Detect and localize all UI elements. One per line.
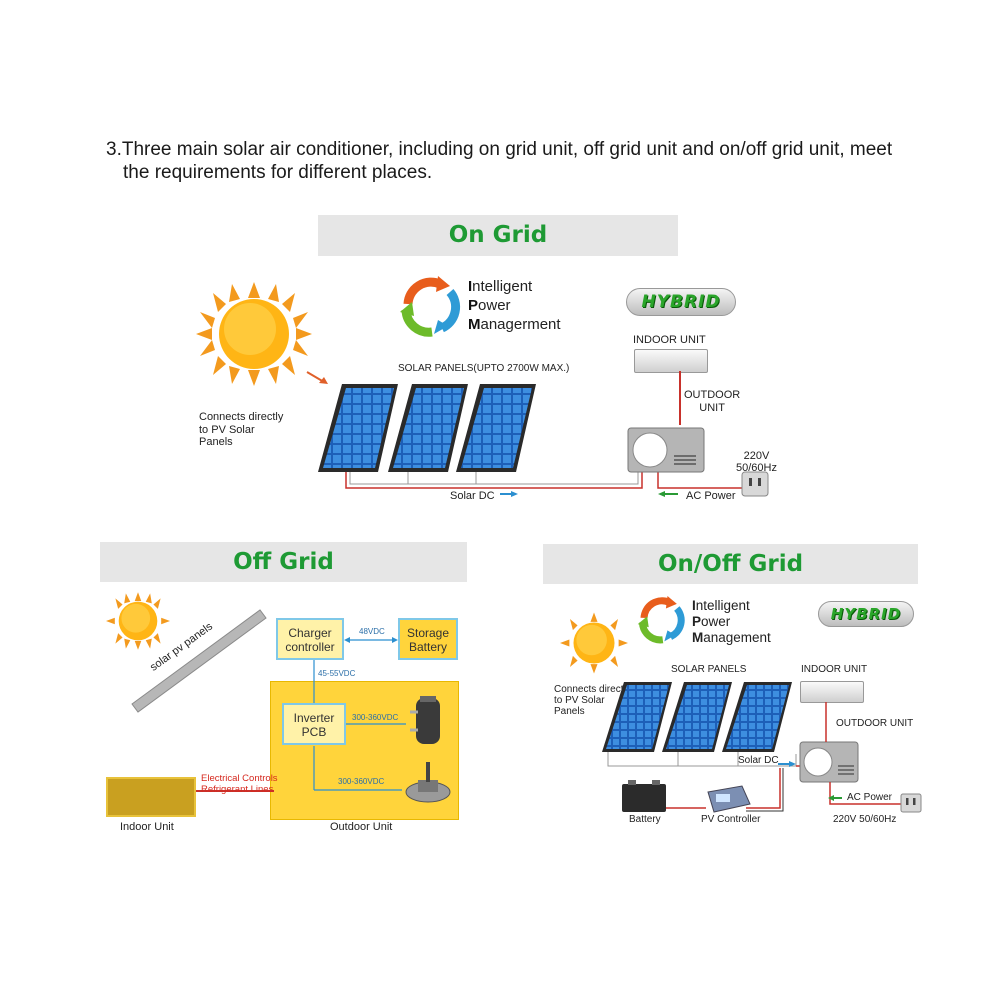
ipm-logo-icon [400,276,461,337]
sun-icon [560,612,628,674]
sun-icon [196,282,312,386]
v300-label-b: 300-360VDC [338,777,385,786]
refrigerant-line [679,371,681,425]
sun-ray-arrow-icon [306,371,328,384]
on-grid-diagram [318,384,769,497]
onoff-grid-banner: On/Off Grid [543,544,918,584]
onoff-grid-diagram [602,682,922,813]
onoff-panels-label: SOLAR PANELS [671,664,747,675]
solar-panel [318,384,398,472]
on-grid-ac-power-label: AC Power [686,490,736,502]
refrigerant-line [196,790,274,792]
hybrid-badge: HYBRID [626,288,736,316]
off-grid-title: Off Grid [233,549,334,575]
sun-icon [106,592,170,650]
ipm-text: Intelligent Power Management [692,598,771,645]
onoff-ac-power-label: AC Power [847,792,893,803]
ipm-text: Intelligent Power Managerment [468,278,561,333]
solar-pv-panel-bar [131,609,267,713]
indoor-unit-box [106,777,196,817]
onoff-solar-dc-label: Solar DC [738,755,779,766]
indoor-unit-label: Indoor Unit [120,821,174,833]
solar-panel [388,384,468,472]
v45-label: 45-55VDC [318,669,356,678]
onoff-grid-title: On/Off Grid [657,551,804,577]
hybrid-badge: HYBRID [818,601,914,627]
on-grid-title: On Grid [448,222,548,248]
v48-label: 48VDC [359,627,385,636]
intro-line-1: 3.Three main solar air conditioner, incl… [106,139,893,160]
intro-line-2: the requirements for different places. [123,162,433,183]
indoor-unit-image [634,349,708,373]
indoor-unit-image [800,681,864,703]
mains-label: 220V 50/60Hz [833,814,897,825]
onoff-indoor-label: INDOOR UNIT [801,664,868,675]
v300-label-a: 300-360VDC [352,713,399,722]
on-grid-panels-label: SOLAR PANELS(UPTO 2700W MAX.) [398,363,570,374]
off-grid-banner: Off Grid [100,542,467,582]
solar-panel [456,384,536,472]
off-grid-wiring [313,637,451,803]
pv-controller-label: PV Controller [701,814,761,825]
ipm-logo-icon [637,596,685,644]
on-grid-solar-dc-label: Solar DC [450,490,495,502]
onoff-outdoor-label: OUTDOOR UNIT [836,718,914,729]
intro-text: 3.Three main solar air conditioner, incl… [106,138,936,184]
on-grid-indoor-label: INDOOR UNIT [633,334,706,346]
battery-label: Battery [629,814,661,825]
on-grid-banner: On Grid [318,215,678,256]
outdoor-unit-label: Outdoor Unit [330,821,393,833]
